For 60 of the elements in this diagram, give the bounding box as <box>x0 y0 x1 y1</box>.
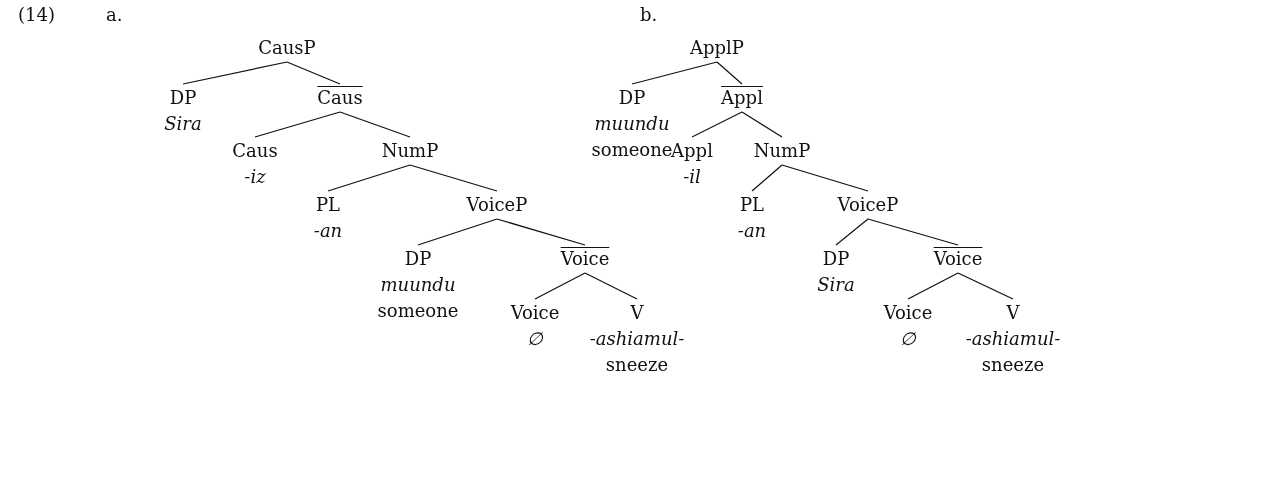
gloss: someone <box>377 299 459 323</box>
tree-branch <box>409 164 498 192</box>
category-label: Appl <box>671 139 713 163</box>
tree-branch <box>339 111 411 138</box>
tree-branch <box>286 61 341 85</box>
morpheme-form: muundu <box>380 273 456 297</box>
tree-branch <box>534 272 586 300</box>
category-label: Caus <box>232 139 278 163</box>
tree-branch <box>584 272 638 300</box>
tree-branch <box>751 164 783 192</box>
tree-branch <box>741 111 783 138</box>
tree-branch <box>327 164 411 192</box>
category-label: V <box>630 301 644 325</box>
category-label: VoiceP <box>466 193 528 217</box>
tree-branch <box>631 61 718 85</box>
morpheme-form: ∅ <box>527 327 543 351</box>
tree-branch <box>957 272 1014 300</box>
category-label: DP <box>169 86 197 110</box>
morpheme-form: -ashiamul- <box>589 327 685 351</box>
category-label: NumP <box>753 139 811 163</box>
category-label: PL <box>315 193 341 217</box>
morpheme-form: -an <box>737 219 767 243</box>
category-label: ApplP <box>690 36 744 60</box>
category-label: Voice <box>560 247 610 271</box>
category-label: DP <box>822 247 850 271</box>
category-label: V <box>1006 301 1020 325</box>
tree-branch <box>417 218 498 246</box>
category-label: VoiceP <box>837 193 899 217</box>
tree-branch <box>254 111 341 138</box>
gloss: sneeze <box>605 353 669 377</box>
morpheme-form: -ashiamul- <box>965 327 1061 351</box>
tree-branch <box>182 61 288 85</box>
category-label: DP <box>404 247 432 271</box>
category-label: Caus <box>317 86 363 110</box>
category-label: Voice <box>883 301 933 325</box>
example-number: a. <box>106 3 123 27</box>
morpheme-form: -il <box>683 165 701 189</box>
example-number: b. <box>640 3 658 27</box>
category-label: Voice <box>933 247 983 271</box>
category-label: NumP <box>381 139 439 163</box>
tree-branch <box>716 61 743 85</box>
tree-branch <box>907 272 959 300</box>
tree-branch <box>867 218 959 246</box>
tree-branch <box>691 111 743 138</box>
morpheme-form: -an <box>313 219 343 243</box>
morpheme-form: Sira <box>164 112 202 136</box>
category-label: Appl <box>721 86 763 110</box>
tree-branch <box>781 164 869 192</box>
category-label: PL <box>739 193 765 217</box>
gloss: sneeze <box>981 353 1045 377</box>
morpheme-form: ∅ <box>900 327 916 351</box>
category-label: Voice <box>510 301 560 325</box>
category-label: DP <box>618 86 646 110</box>
example-number: (14) <box>18 3 55 27</box>
morpheme-form: -iz <box>244 165 266 189</box>
category-label: CausP <box>258 36 316 60</box>
morpheme-form: muundu <box>594 112 670 136</box>
tree-branch <box>496 218 586 246</box>
tree-branch <box>835 218 869 246</box>
morpheme-form: Sira <box>817 273 855 297</box>
